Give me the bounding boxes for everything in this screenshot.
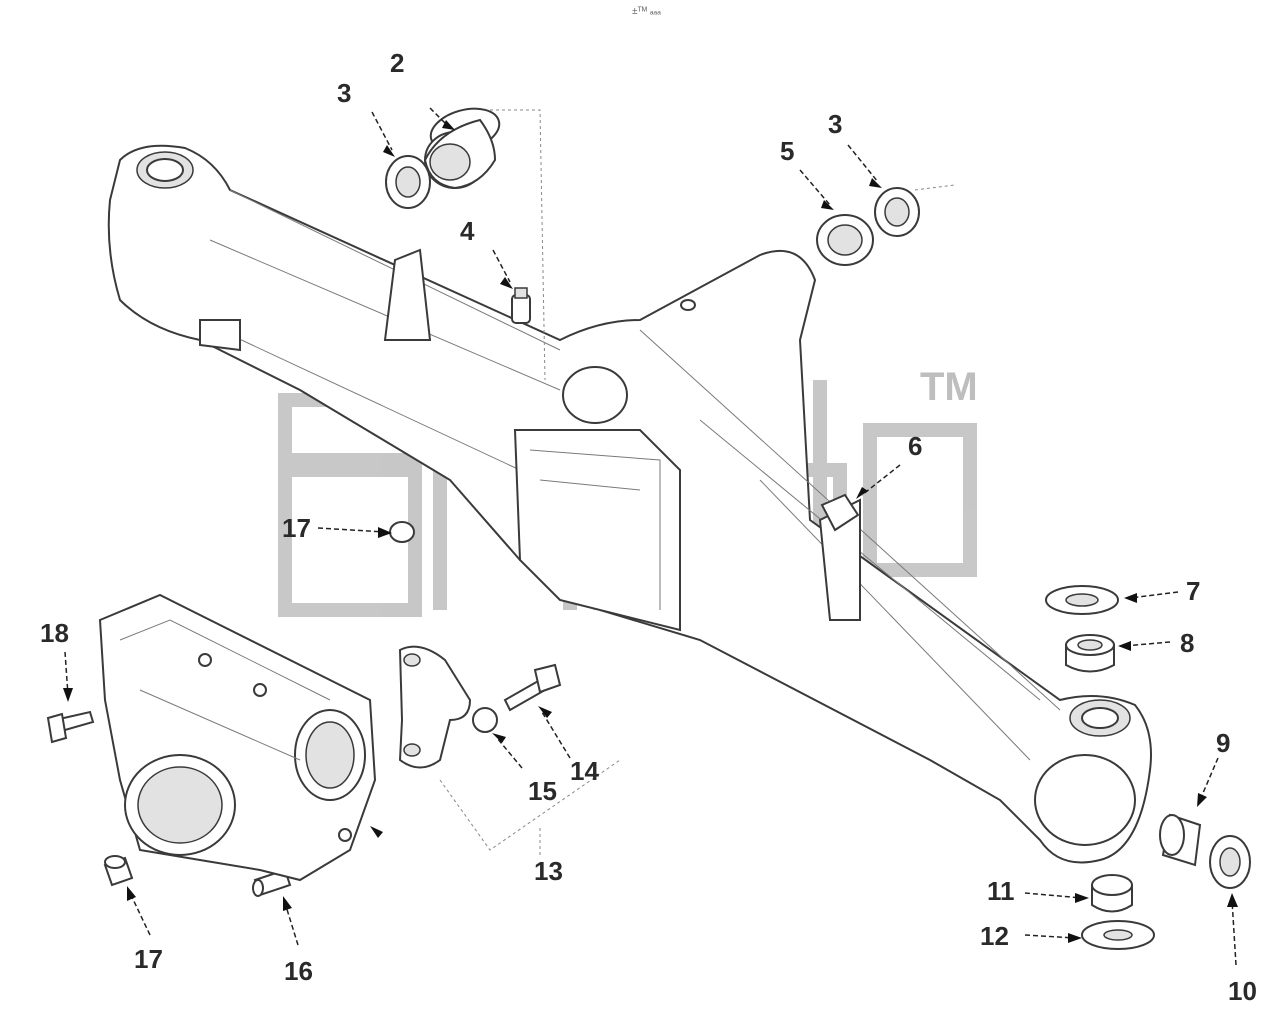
seal-ring-3-right	[874, 187, 920, 237]
pin-17-lower	[103, 855, 134, 887]
callout-10: 10	[1228, 976, 1257, 1006]
watermark-trademark: TM	[920, 365, 978, 409]
leader-lines	[63, 107, 1238, 966]
callout-16: 16	[284, 956, 313, 986]
callout-17: 17	[134, 944, 163, 974]
callout-17: 17	[282, 513, 311, 543]
callout-14: 14	[570, 756, 599, 786]
callout-3: 3	[828, 109, 842, 139]
seal-ring-3-left	[385, 155, 431, 209]
stop-block-6	[820, 493, 860, 532]
callout-8: 8	[1180, 628, 1194, 658]
nut-15	[472, 707, 498, 733]
bolt-18	[46, 710, 95, 744]
washer-12	[1081, 920, 1155, 950]
callout-15: 15	[528, 776, 557, 806]
callout-2: 2	[390, 48, 404, 78]
bushing-2	[423, 107, 501, 190]
callout-5: 5	[780, 136, 794, 166]
callout-12: 12	[980, 921, 1009, 951]
header-tag: ±ᵀᴹ ₐₐₐ	[632, 6, 661, 17]
axle-housing	[107, 144, 1152, 864]
callout-6: 6	[908, 431, 922, 461]
seal-ring-10	[1209, 835, 1251, 889]
grease-nipple-4	[511, 287, 531, 324]
washer-7	[1045, 585, 1119, 615]
bushing-9	[1159, 813, 1202, 867]
callout-9: 9	[1216, 728, 1230, 758]
callout-18: 18	[40, 618, 69, 648]
bushing-8	[1065, 634, 1115, 673]
callout-labels: 2 3 3 4 5 6 7 8 9 10 11 12 13 14 15 16 1…	[40, 48, 1257, 1006]
callout-13: 13	[534, 856, 563, 886]
swivel-housing	[98, 593, 377, 882]
callout-7: 7	[1186, 576, 1200, 606]
clamp-13	[398, 645, 472, 769]
callout-11: 11	[987, 876, 1015, 906]
callout-3: 3	[337, 78, 351, 108]
callout-4: 4	[460, 216, 475, 246]
bolt-14	[503, 663, 562, 712]
plug-17-upper	[389, 521, 415, 543]
bushing-5	[816, 214, 874, 266]
bushing-11	[1091, 874, 1133, 913]
